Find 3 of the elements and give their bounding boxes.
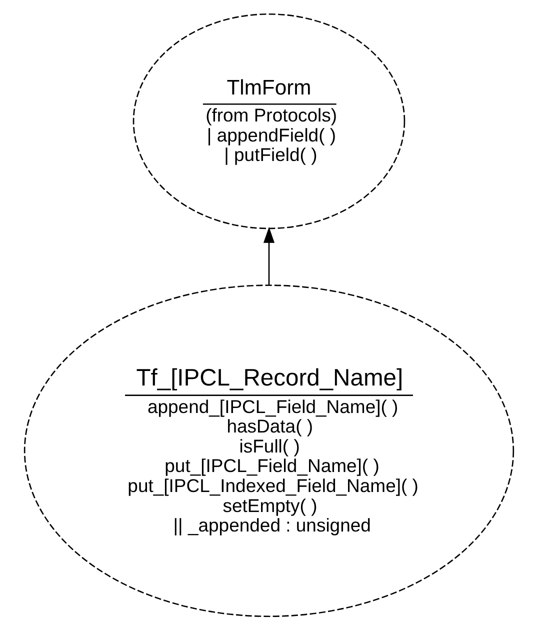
- arrow: [263, 226, 275, 286]
- node-ellipse: Tf_[IPCL_Record_Name] append_[IPCL_Field_Name]( ) hasData( ) isFull( ) put_[IPCL_Field_Name]( ) put_[IPCL_Indexed_Field_Name]( ) setEmpty( ) || _appended : unsigned: [24, 284, 514, 617]
- node-ellipse: TlmForm (from Protocols) | appendField( ) | putField( ): [132, 13, 406, 230]
